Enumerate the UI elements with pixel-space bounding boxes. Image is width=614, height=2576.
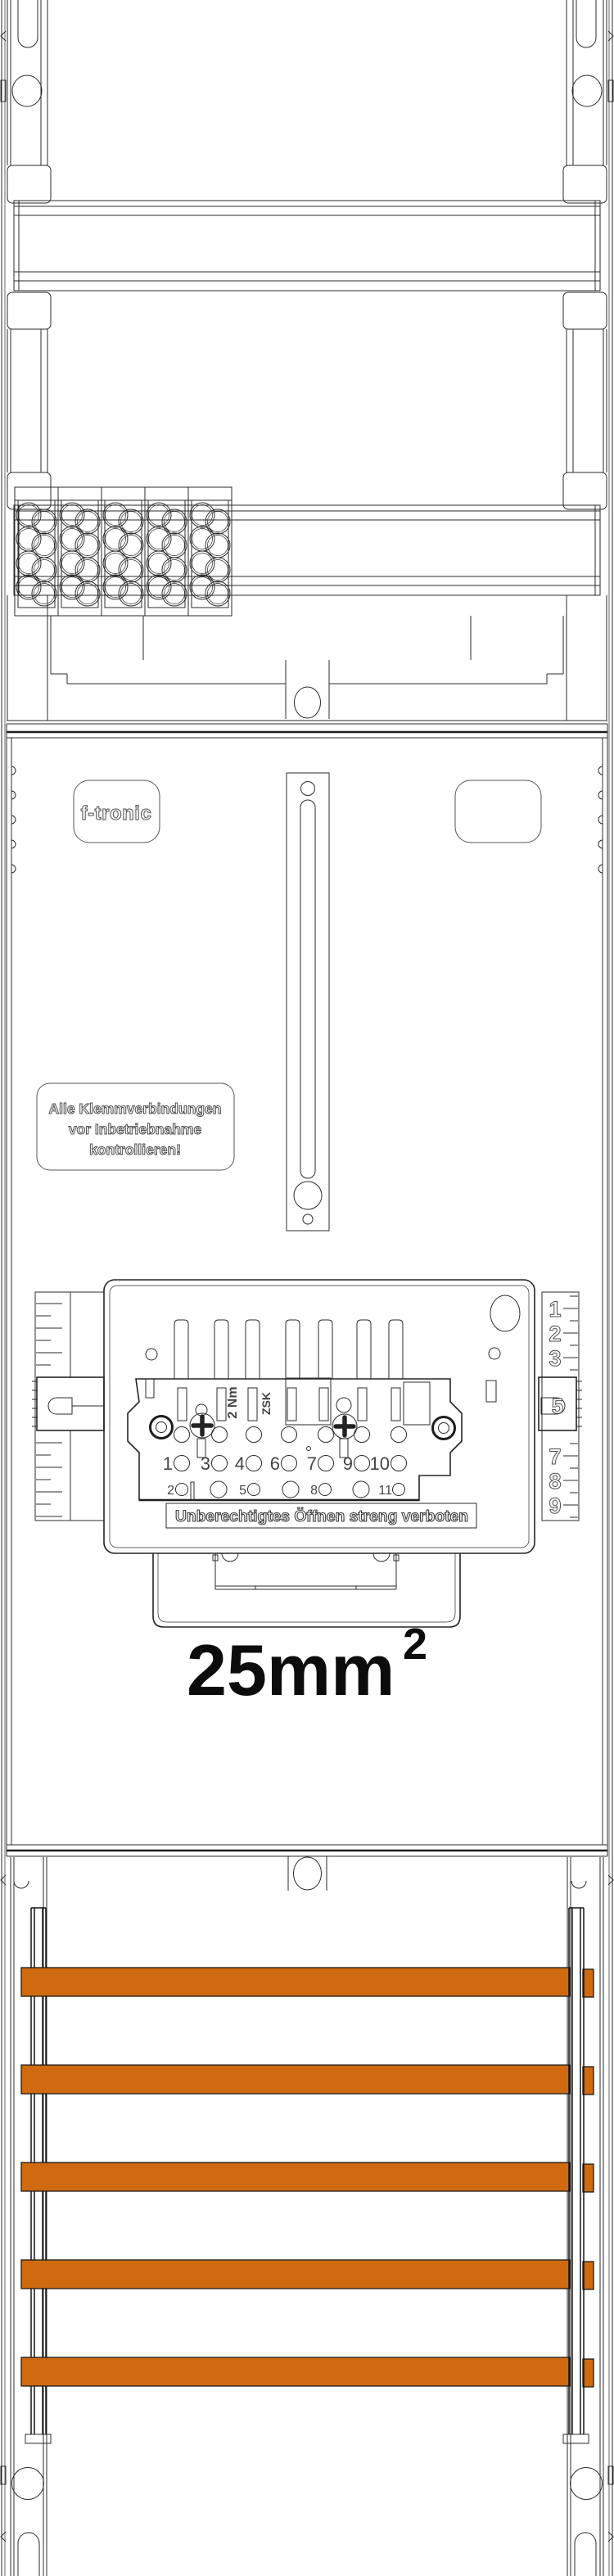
terminal-block (187, 486, 233, 617)
terminal-number: 9 (343, 1453, 353, 1474)
seal-strip (286, 772, 330, 1232)
fixing-ear-right (431, 1416, 456, 1440)
seal-screw-hole-bottom (302, 1213, 314, 1225)
mount-slot-bottom-left (17, 2532, 40, 2576)
top-frame-columns (7, 0, 607, 204)
seal-warning-plate: Unberechtigtes Öffnen streng verboten (165, 1503, 477, 1529)
cover-panel: f-tronic Alle Klemmverbindungen vor Inbe… (6, 724, 608, 1857)
brand-badge: f-tronic (73, 780, 160, 843)
terminal-block (144, 486, 189, 617)
terminal-number: 3 (201, 1453, 210, 1474)
slider-position-number: 5 (552, 1394, 563, 1418)
busbar-rail-right (568, 1907, 585, 2434)
terminal-holes-numbered: 1 3 4 6 7 9 10 (163, 1453, 407, 1474)
clamp-body: 2 Nm ZSK 1 3 4 6 7 9 10 (127, 1377, 463, 1502)
mid-frame-columns (7, 291, 607, 510)
busbar (20, 2064, 594, 2095)
terminal-number: 1 (163, 1453, 173, 1474)
zsk-module: 2 Nm ZSK 1 3 4 6 7 9 10 (32, 1279, 582, 1628)
terminal-block (101, 486, 146, 617)
fixing-ear-left (149, 1415, 174, 1439)
mount-slot-top-right (576, 0, 597, 48)
scale-number: 2 (549, 1322, 561, 1346)
scale-number: 7 (549, 1444, 561, 1469)
mount-hole-bottom-right (570, 2467, 603, 2500)
seal-slot-keyhole (293, 1181, 323, 1210)
ruler-slider-left (36, 1376, 105, 1431)
terminal-number: 4 (235, 1453, 245, 1474)
blank-badge (454, 780, 542, 843)
terminal-number: 6 (270, 1453, 280, 1474)
scale-number: 3 (549, 1346, 561, 1371)
terminal-block (57, 486, 102, 617)
wire-size-base: 25mm (187, 1629, 395, 1711)
terminal-block (14, 486, 59, 617)
ruler-left (32, 1291, 105, 1521)
module-corner-hole (490, 1295, 521, 1332)
wire-size-exponent: 2 (403, 1620, 427, 1669)
busbar (20, 1967, 594, 1998)
sub-cover (152, 1552, 461, 1628)
terminal-number: 11 (378, 1484, 392, 1498)
mount-hole-top-right (571, 75, 603, 107)
latch-knob-top (294, 686, 321, 719)
busbar (20, 2259, 594, 2290)
seal-screw-hole-top (300, 781, 315, 796)
scale-number: 8 (549, 1469, 561, 1494)
brand-label: f-tronic (81, 802, 152, 825)
busbar-section (10, 1856, 604, 2576)
latch-knob-bottom (293, 1856, 322, 1891)
terminal-holes-bottom: 2 5 8 11 (167, 1480, 405, 1498)
mount-slot-top-left (17, 0, 38, 48)
contact-prongs (174, 1319, 404, 1380)
terminal-holes-upper (174, 1426, 407, 1443)
note-line-3: kontrollieren! (89, 1141, 181, 1158)
clamp-screw-left (189, 1403, 215, 1458)
ruler-right: 1 2 3 5 7 8 9 (538, 1291, 582, 1521)
type-marking: ZSK (260, 1392, 273, 1415)
mount-slot-bottom-right (574, 2532, 597, 2576)
terminal-number: 8 (310, 1484, 318, 1498)
busbar (20, 2162, 594, 2193)
inspection-note-label: Alle Klemmverbindungen vor Inbetriebnahm… (36, 1082, 235, 1171)
seal-warning-text: Unberechtigtes Öffnen streng verboten (175, 1508, 468, 1525)
rail-foot-right (562, 2434, 589, 2444)
wire-size-label: 25mm 2 (187, 1620, 427, 1711)
clamp-screw-right (332, 1397, 358, 1458)
scale-number: 9 (549, 1494, 561, 1518)
mount-hole-bottom-left (11, 2467, 44, 2500)
torque-marking: 2 Nm (226, 1386, 240, 1418)
din-rail-upper (13, 200, 601, 291)
terminal-number: 7 (307, 1453, 317, 1474)
terminal-number: 2 (167, 1484, 174, 1498)
terminal-number: 10 (370, 1453, 390, 1474)
busbar (20, 2357, 594, 2388)
note-line-2: vor Inbetriebnahme (69, 1121, 202, 1137)
rail-foot-left (25, 2434, 52, 2444)
terminal-number: 5 (239, 1484, 246, 1498)
mounting-bracket (7, 595, 607, 725)
scale-number: 1 (549, 1297, 561, 1322)
note-line-1: Alle Klemmverbindungen (48, 1100, 221, 1117)
ruler-slider-right (538, 1376, 577, 1431)
mount-hole-top-left (11, 75, 43, 107)
seal-slot (300, 799, 316, 1179)
